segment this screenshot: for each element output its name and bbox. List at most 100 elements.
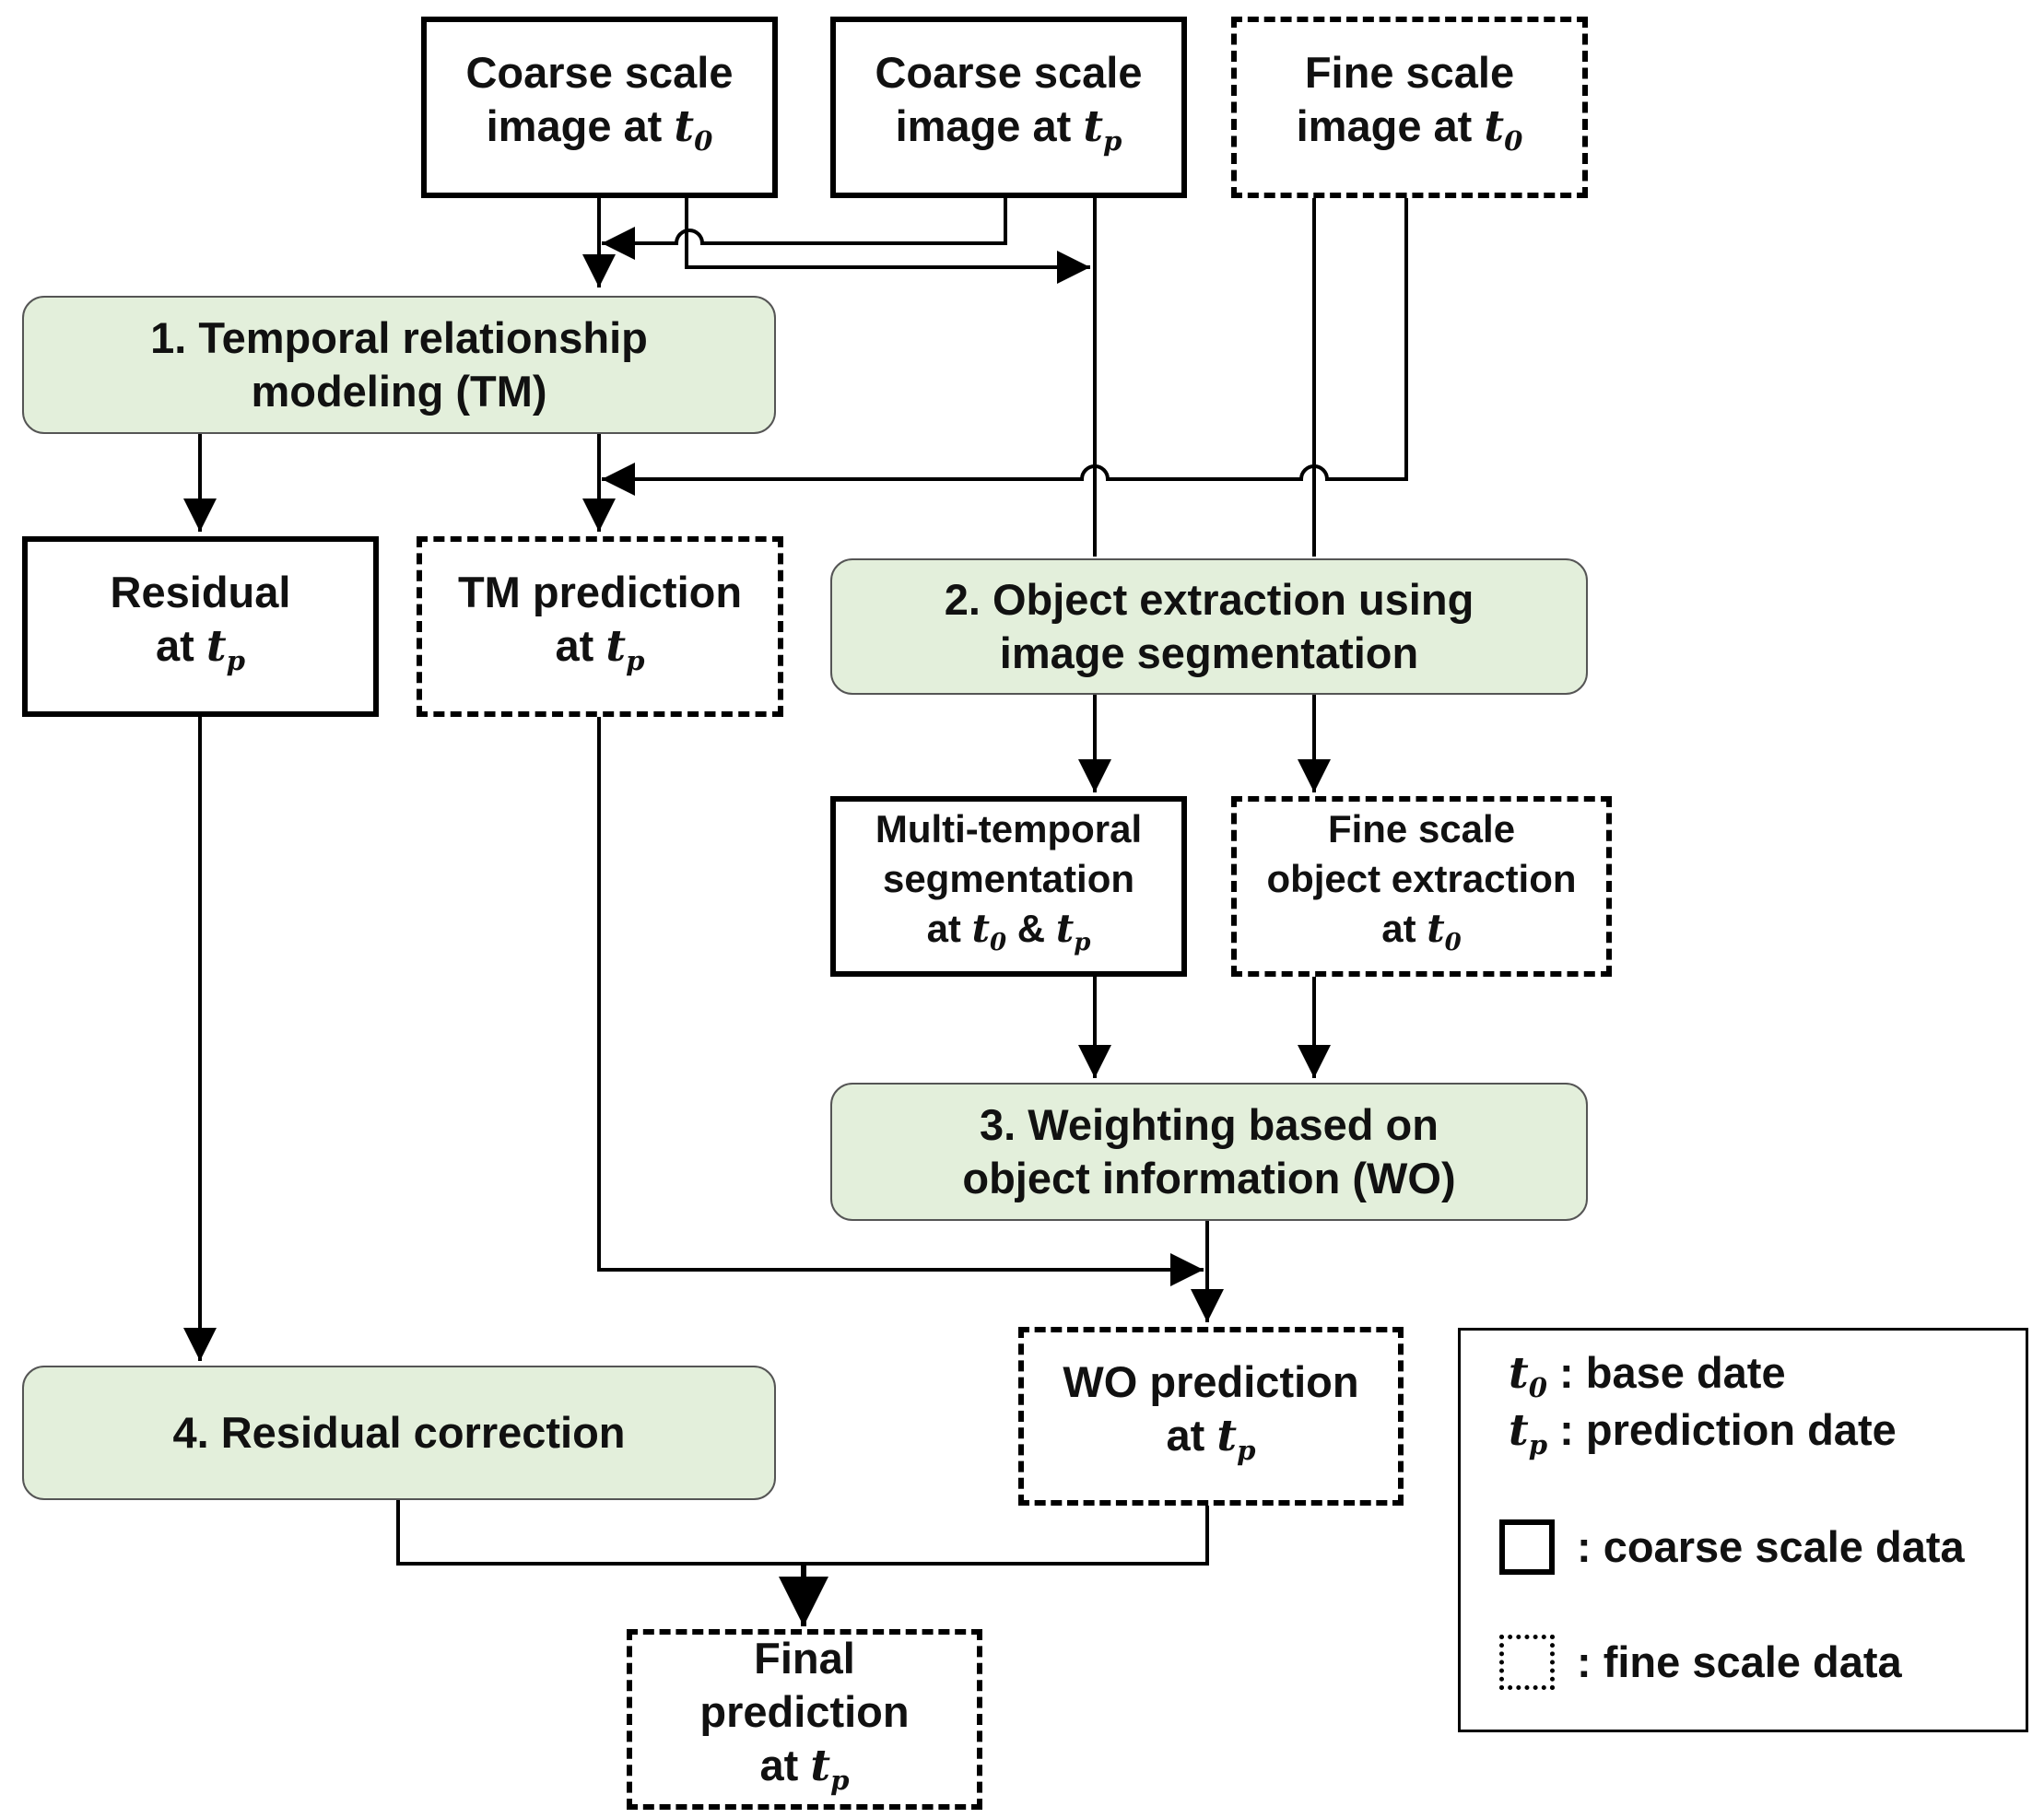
math-t: t xyxy=(1427,906,1445,952)
math-sub: p xyxy=(626,645,645,677)
node-tm-prediction-line1: TM prediction xyxy=(457,567,743,616)
node-residual-line1: Residual xyxy=(110,567,291,616)
process-residual-correction-line1: 4. Residual correction xyxy=(172,1408,626,1457)
process-weighting: 3. Weighting based on object information… xyxy=(830,1083,1588,1221)
math-sub: p xyxy=(1103,125,1122,158)
math-sub: 0 xyxy=(1528,1372,1547,1404)
process-object-extraction-line1: 2. Object extraction using xyxy=(944,575,1474,624)
node-coarse-image-t0-line2: image at t0 xyxy=(487,100,713,168)
label-image-at: image at xyxy=(486,101,663,151)
node-wo-prediction-line1: WO prediction xyxy=(1063,1356,1359,1406)
node-residual-line2: at tp xyxy=(156,619,245,687)
math-t: t xyxy=(206,620,227,672)
edge-tm-pred-to-wo-pred xyxy=(597,714,1204,1286)
node-fine-obj-line2: object extraction xyxy=(1266,857,1577,901)
math-sub: p xyxy=(830,1765,850,1797)
math-t: t xyxy=(1083,101,1104,153)
math-t: t xyxy=(674,101,695,153)
math-symbol: t0 xyxy=(674,101,712,157)
edge-coarse-t0-to-obj xyxy=(685,195,1090,284)
math-sub: p xyxy=(226,645,245,677)
math-sub: p xyxy=(1528,1429,1548,1461)
node-coarse-image-t0-line1: Coarse scale xyxy=(465,48,734,98)
node-fine-image-t0-line2: image at t0 xyxy=(1297,100,1523,168)
math-symbol: tp xyxy=(605,620,644,676)
node-coarse-image-tp-line1: Coarse scale xyxy=(875,48,1143,98)
node-wo-prediction-line2: at tp xyxy=(1167,1409,1256,1477)
node-coarse-image-tp: Coarse scale image at tp xyxy=(830,17,1187,198)
legend-base-date-label: : base date xyxy=(1559,1348,1786,1397)
label-ampersand: & xyxy=(1016,907,1046,951)
math-symbol-2: tp xyxy=(1055,906,1091,956)
math-sub: 0 xyxy=(1504,125,1523,158)
math-t: t xyxy=(1509,1348,1529,1399)
math-sub: 0 xyxy=(694,125,713,158)
process-weighting-line2: object information (WO) xyxy=(962,1154,1456,1202)
node-multi-temporal-segmentation: Multi-temporal segmentation at t0 & tp xyxy=(830,796,1187,977)
node-fine-image-t0: Fine scale image at t0 xyxy=(1231,17,1588,198)
math-sub: 0 xyxy=(1444,929,1462,957)
edge-correction-to-final xyxy=(396,1498,1209,1566)
math-symbol: tp xyxy=(1509,1405,1547,1460)
math-sub: 0 xyxy=(990,929,1007,957)
label-at: at xyxy=(926,907,961,951)
label-image-at: image at xyxy=(1296,101,1473,151)
math-symbol: t0 xyxy=(1427,906,1462,956)
label-at: at xyxy=(555,620,594,670)
legend: t0 : base date tp : prediction date : co… xyxy=(1458,1328,2028,1732)
node-coarse-image-t0: Coarse scale image at t0 xyxy=(421,17,778,198)
legend-base-date: t0 : base date xyxy=(1509,1347,1786,1403)
label-at: at xyxy=(1166,1410,1205,1460)
node-tm-prediction-tp: TM prediction at tp xyxy=(417,536,783,717)
process-residual-correction: 4. Residual correction xyxy=(22,1366,776,1500)
legend-prediction-date: tp : prediction date xyxy=(1509,1404,1897,1460)
legend-fine-swatch xyxy=(1499,1635,1555,1690)
label-at: at xyxy=(759,1740,799,1789)
label-at: at xyxy=(156,620,194,670)
node-multi-seg-line1: Multi-temporal xyxy=(875,807,1143,851)
math-sub: p xyxy=(1237,1435,1256,1467)
process-object-extraction: 2. Object extraction using image segment… xyxy=(830,558,1588,695)
node-fine-object-extraction: Fine scale object extraction at t0 xyxy=(1231,796,1612,977)
node-final-prediction-tp: Final prediction at tp xyxy=(627,1629,982,1810)
node-tm-prediction-line2: at tp xyxy=(556,619,645,687)
node-fine-obj-line1: Fine scale xyxy=(1327,807,1516,851)
node-residual-tp: Residual at tp xyxy=(22,536,379,717)
math-sub: p xyxy=(1074,929,1091,957)
node-fine-image-t0-line1: Fine scale xyxy=(1304,48,1515,98)
process-temporal-modeling: 1. Temporal relationship modeling (TM) xyxy=(22,296,776,434)
process-temporal-modeling-line2: modeling (TM) xyxy=(251,367,547,416)
process-object-extraction-line2: image segmentation xyxy=(999,628,1419,677)
legend-prediction-date-label: : prediction date xyxy=(1559,1405,1897,1454)
math-symbol: tp xyxy=(1216,1410,1255,1466)
math-t: t xyxy=(605,620,627,672)
math-symbol: t0 xyxy=(1509,1348,1547,1403)
node-wo-prediction-tp: WO prediction at tp xyxy=(1018,1327,1404,1506)
node-multi-seg-line3: at t0 & tp xyxy=(927,904,1091,968)
math-symbol-1: t0 xyxy=(971,906,1007,956)
math-symbol: tp xyxy=(206,620,245,676)
math-symbol: tp xyxy=(1083,101,1122,157)
math-t: t xyxy=(971,906,990,952)
math-t: t xyxy=(1509,1405,1529,1456)
node-fine-obj-line3: at t0 xyxy=(1381,904,1462,968)
math-t: t xyxy=(1216,1410,1238,1461)
label-at: at xyxy=(1381,907,1416,951)
legend-coarse-swatch xyxy=(1499,1519,1555,1575)
math-t: t xyxy=(1055,906,1075,952)
node-final-line2: prediction xyxy=(699,1686,910,1736)
legend-coarse-label: : coarse scale data xyxy=(1577,1522,1965,1571)
math-symbol: t0 xyxy=(1484,101,1522,157)
process-temporal-modeling-line1: 1. Temporal relationship xyxy=(150,313,648,362)
process-weighting-line1: 3. Weighting based on xyxy=(980,1100,1439,1149)
legend-fine-label: : fine scale data xyxy=(1577,1637,1902,1686)
label-image-at: image at xyxy=(895,101,1072,151)
node-multi-seg-line2: segmentation xyxy=(882,857,1135,901)
edge-fine-t0-to-tm-pred xyxy=(602,195,1408,496)
math-symbol: tp xyxy=(810,1740,849,1796)
math-t: t xyxy=(1484,101,1505,153)
node-final-line3: at tp xyxy=(760,1739,850,1807)
math-t: t xyxy=(810,1740,831,1791)
node-coarse-image-tp-line2: image at tp xyxy=(896,100,1122,168)
